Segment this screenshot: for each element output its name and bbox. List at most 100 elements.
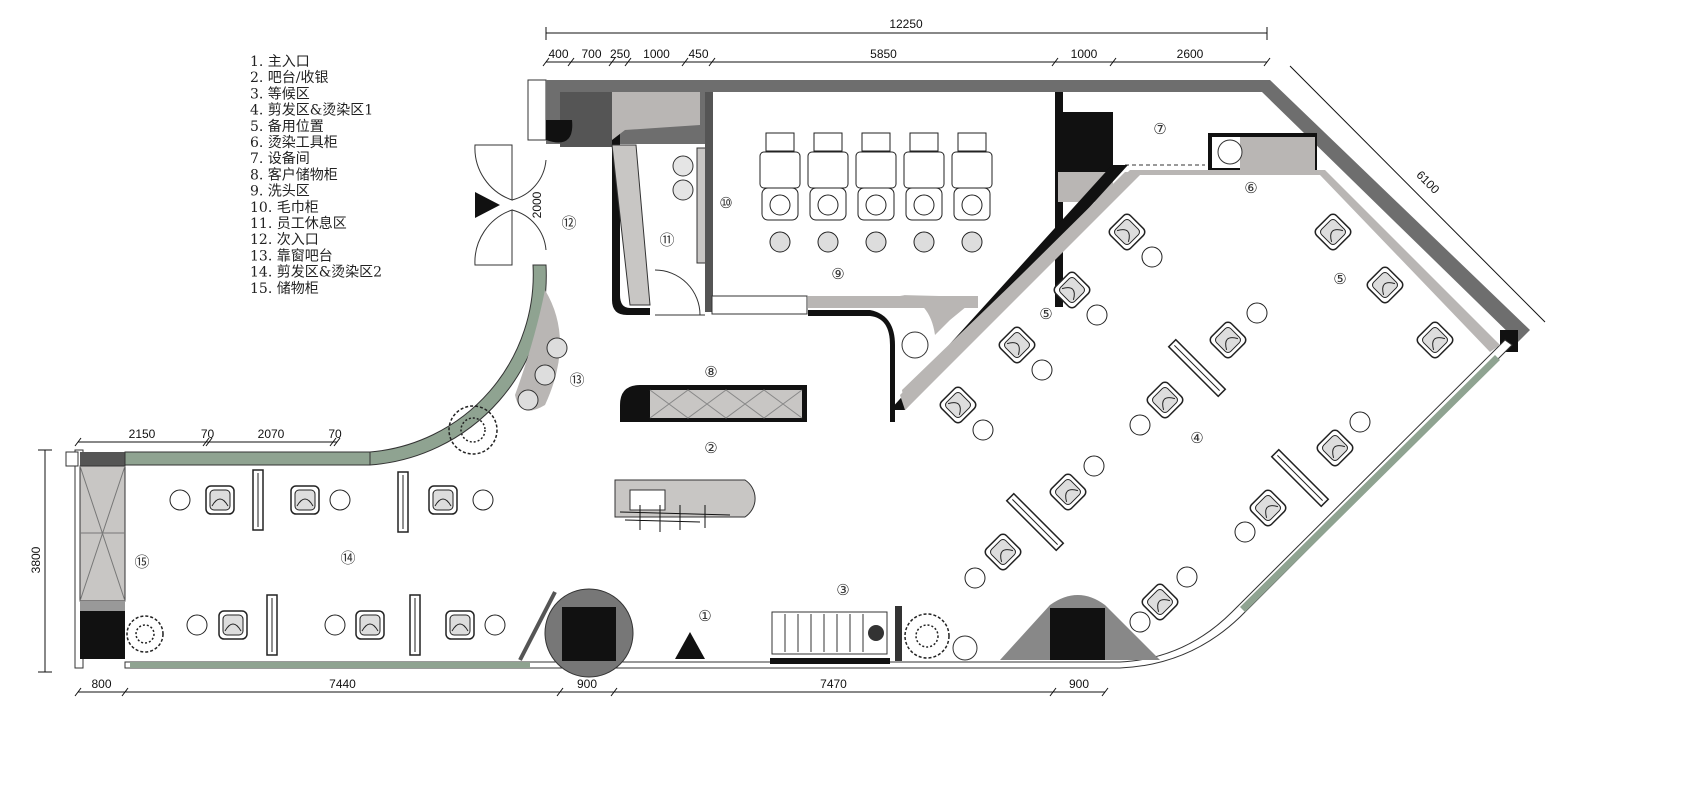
styling-chair xyxy=(1416,321,1454,359)
zone-number: ⑪ xyxy=(659,231,674,249)
dim-tick xyxy=(1051,57,1059,67)
mirror-station xyxy=(266,594,278,656)
styling-chair xyxy=(1108,213,1146,251)
dim-door-width: 2000 xyxy=(530,191,544,218)
legend-item: 5. 备用位置 xyxy=(250,118,324,135)
dim-tick xyxy=(1263,57,1271,67)
legend-item: 14. 剪发区&烫染区2 xyxy=(250,265,382,281)
zone-number: ⑩ xyxy=(719,194,732,212)
dim-tick xyxy=(624,57,632,67)
dim-tick xyxy=(681,57,689,67)
dim-label: 2600 xyxy=(1177,47,1204,61)
dim-label: 900 xyxy=(577,677,597,691)
dim-label: 70 xyxy=(201,427,215,441)
styling-chair xyxy=(355,610,385,640)
styling-chair xyxy=(1209,321,1247,359)
stool xyxy=(472,489,494,511)
legend-item: 9. 洗头区 xyxy=(250,184,310,200)
legend-item: 3. 等候区 xyxy=(250,85,310,102)
legend-item: 4. 剪发区&烫染区1 xyxy=(250,103,373,119)
dim-label: 1000 xyxy=(1071,47,1098,61)
stool xyxy=(1141,246,1163,268)
dim-label: 2150 xyxy=(129,427,156,441)
dim-tick xyxy=(205,437,213,447)
legend-item: 1. 主入口 xyxy=(250,54,310,70)
legend-item: 10. 毛巾柜 xyxy=(250,200,319,216)
styling-chair xyxy=(939,386,977,424)
shampoo-bed xyxy=(951,132,993,253)
stool xyxy=(324,614,346,636)
styling-chair xyxy=(218,610,248,640)
stool xyxy=(1234,521,1256,543)
dim-tick xyxy=(1101,687,1109,697)
stool xyxy=(964,567,986,589)
stool xyxy=(1129,414,1151,436)
legend-item: 2. 吧台/收银 xyxy=(250,70,329,86)
legend-item: 15. 储物柜 xyxy=(250,281,319,297)
dim-tick xyxy=(333,437,341,447)
stool xyxy=(1176,566,1198,588)
dim-label: 700 xyxy=(581,47,601,61)
mirror-station xyxy=(1005,492,1065,552)
mirror-station xyxy=(1167,338,1227,398)
dim-label: 5850 xyxy=(870,47,897,61)
zone-number: ⑬ xyxy=(569,371,584,389)
styling-chair xyxy=(290,485,320,515)
dim-tick xyxy=(1049,687,1057,697)
stool xyxy=(972,419,994,441)
dim-tick xyxy=(74,437,82,447)
walls xyxy=(65,79,1530,678)
furniture xyxy=(169,132,1454,656)
styling-chair xyxy=(998,326,1036,364)
mirror-station xyxy=(409,594,421,656)
dim-label: 400 xyxy=(548,47,568,61)
zone-number: ⑤ xyxy=(1039,305,1052,323)
legend-item: 6. 烫染工具柜 xyxy=(250,135,338,151)
styling-chair xyxy=(445,610,475,640)
styling-chair xyxy=(1366,266,1404,304)
zone-number: ③ xyxy=(836,581,849,599)
dim-label: 1000 xyxy=(643,47,670,61)
dim-label: 800 xyxy=(91,677,111,691)
shampoo-bed xyxy=(855,132,897,253)
zone-number: ⑮ xyxy=(134,553,149,571)
styling-chair xyxy=(1049,473,1087,511)
zone-number: ⑧ xyxy=(704,363,717,381)
dim-tick xyxy=(121,687,129,697)
styling-chair xyxy=(1249,489,1287,527)
styling-chair xyxy=(984,533,1022,571)
dim-top-total: 12250 xyxy=(889,17,923,31)
styling-chair xyxy=(1146,381,1184,419)
dim-label: 250 xyxy=(610,47,630,61)
stool xyxy=(186,614,208,636)
shampoo-bed xyxy=(759,132,801,253)
styling-chair xyxy=(1053,271,1091,309)
dim-tick xyxy=(708,57,716,67)
shampoo-bed xyxy=(807,132,849,253)
zone-number: ⑨ xyxy=(831,265,844,283)
dim-tick xyxy=(610,687,618,697)
stool xyxy=(1031,359,1053,381)
stool xyxy=(1129,611,1151,633)
dim-label: 7470 xyxy=(820,677,847,691)
dim-tick xyxy=(202,437,210,447)
zone-number: ② xyxy=(704,439,717,457)
styling-chair xyxy=(1316,429,1354,467)
stool xyxy=(1246,302,1268,324)
stool xyxy=(1349,411,1371,433)
mirror-station xyxy=(397,471,409,533)
dim-tick xyxy=(542,57,550,67)
dim-tick xyxy=(556,687,564,697)
dim-label: 2070 xyxy=(258,427,285,441)
zone-number: ⑭ xyxy=(340,549,355,567)
legend-item: 8. 客户储物柜 xyxy=(250,166,338,183)
shampoo-bed xyxy=(903,132,945,253)
styling-chair xyxy=(205,485,235,515)
zone-number: ④ xyxy=(1190,429,1203,447)
legend-item: 13. 靠窗吧台 xyxy=(250,247,333,264)
legend-item: 7. 设备间 xyxy=(250,150,310,167)
legend-item: 11. 员工休息区 xyxy=(250,215,347,232)
zone-number: ⑥ xyxy=(1244,179,1257,197)
